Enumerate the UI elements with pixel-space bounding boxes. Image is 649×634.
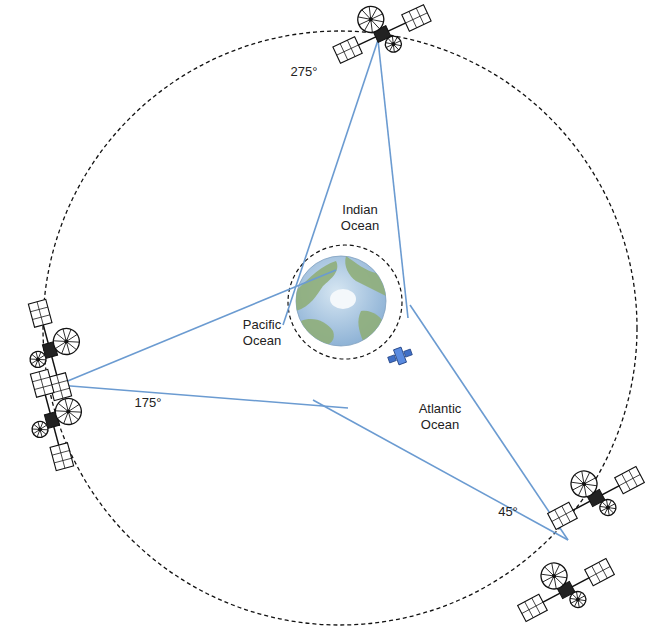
- dish-hub: [38, 427, 43, 432]
- geo-satellite: [18, 364, 95, 474]
- panel-grid: [37, 302, 43, 325]
- dish-rib: [368, 8, 381, 19]
- dish-antenna: [597, 497, 619, 519]
- leo-panel: [388, 355, 397, 363]
- earth: [296, 256, 386, 346]
- dish-hub: [551, 573, 556, 578]
- geo-orbit: [43, 31, 637, 625]
- panel-grid: [337, 45, 359, 55]
- dish-antenna: [536, 558, 571, 593]
- panel-grid: [552, 510, 573, 521]
- coverage-line: [410, 305, 568, 540]
- polar-ice: [330, 289, 356, 309]
- dish-hub: [391, 41, 396, 46]
- geo-satellite: [16, 294, 93, 404]
- dish-hub: [64, 339, 69, 344]
- solar-panel: [615, 467, 645, 494]
- region-label: Indian Ocean: [341, 202, 379, 233]
- coverage-line: [58, 385, 348, 408]
- label-box: 45°: [498, 504, 518, 520]
- leo-body: [394, 347, 407, 365]
- panel-grid: [39, 372, 45, 395]
- geo-satellite: [507, 539, 620, 633]
- dish-rib: [358, 12, 371, 23]
- dish-antenna: [50, 326, 82, 358]
- dish-rib: [550, 564, 563, 576]
- dish-rib: [548, 563, 557, 576]
- panel-grid: [59, 445, 65, 468]
- longitude-label: 275°: [291, 64, 318, 80]
- dish-rib: [578, 471, 587, 484]
- geo-satellite: [324, 0, 437, 75]
- solar-panel: [30, 369, 54, 397]
- dish-antenna: [52, 396, 84, 428]
- dish-antenna: [30, 420, 50, 440]
- landmass: [358, 311, 386, 342]
- dish-rib: [571, 477, 584, 489]
- panel-grid: [57, 375, 63, 398]
- dish-hub: [36, 357, 41, 362]
- dish-rib: [580, 484, 589, 497]
- panel-grid: [619, 475, 640, 486]
- coverage-line: [58, 270, 336, 385]
- dish-rib: [541, 569, 554, 581]
- landmass: [345, 256, 386, 296]
- panel-grid: [589, 567, 610, 578]
- dish-hub: [605, 505, 610, 510]
- dish-hub: [581, 481, 586, 486]
- dish-rib: [580, 472, 593, 484]
- dish-antenna: [567, 589, 589, 611]
- label-box: Indian Ocean: [341, 202, 379, 233]
- dish-hub: [575, 597, 580, 602]
- landmass: [301, 319, 334, 346]
- earth-disc: [296, 256, 386, 346]
- dish-antenna: [353, 2, 388, 37]
- label-box: 275°: [291, 64, 318, 80]
- dish-rib: [367, 19, 376, 32]
- leo-satellite: [386, 344, 414, 367]
- label-box: Atlantic Ocean: [419, 401, 462, 432]
- dish-hub: [368, 17, 373, 22]
- solar-panel: [50, 443, 74, 471]
- dish-hub: [66, 409, 71, 414]
- coverage-line: [313, 400, 568, 540]
- region-label: Atlantic Ocean: [419, 401, 462, 432]
- solar-panel: [518, 594, 548, 621]
- label-box: 175°: [135, 395, 162, 411]
- leo-orbit: [288, 245, 402, 359]
- panel-grid: [406, 13, 428, 23]
- solar-panel: [548, 502, 578, 529]
- coverage-line: [378, 40, 408, 318]
- leo-panel: [404, 349, 413, 357]
- panel-grid: [522, 602, 543, 613]
- solar-panel: [28, 299, 52, 327]
- longitude-label: 45°: [498, 504, 518, 520]
- solar-panel: [333, 37, 362, 63]
- solar-panel: [402, 5, 431, 31]
- solar-panel: [585, 559, 615, 586]
- coverage-line: [283, 40, 378, 325]
- longitude-label: 175°: [135, 395, 162, 411]
- region-label: Pacific Ocean: [243, 317, 281, 348]
- dish-antenna: [566, 466, 601, 501]
- dish-rib: [550, 576, 559, 589]
- geo-satellite: [537, 447, 649, 541]
- dish-antenna: [28, 350, 48, 370]
- dish-antenna: [383, 34, 404, 55]
- label-box: Pacific Ocean: [243, 317, 281, 348]
- dish-rib: [366, 6, 375, 19]
